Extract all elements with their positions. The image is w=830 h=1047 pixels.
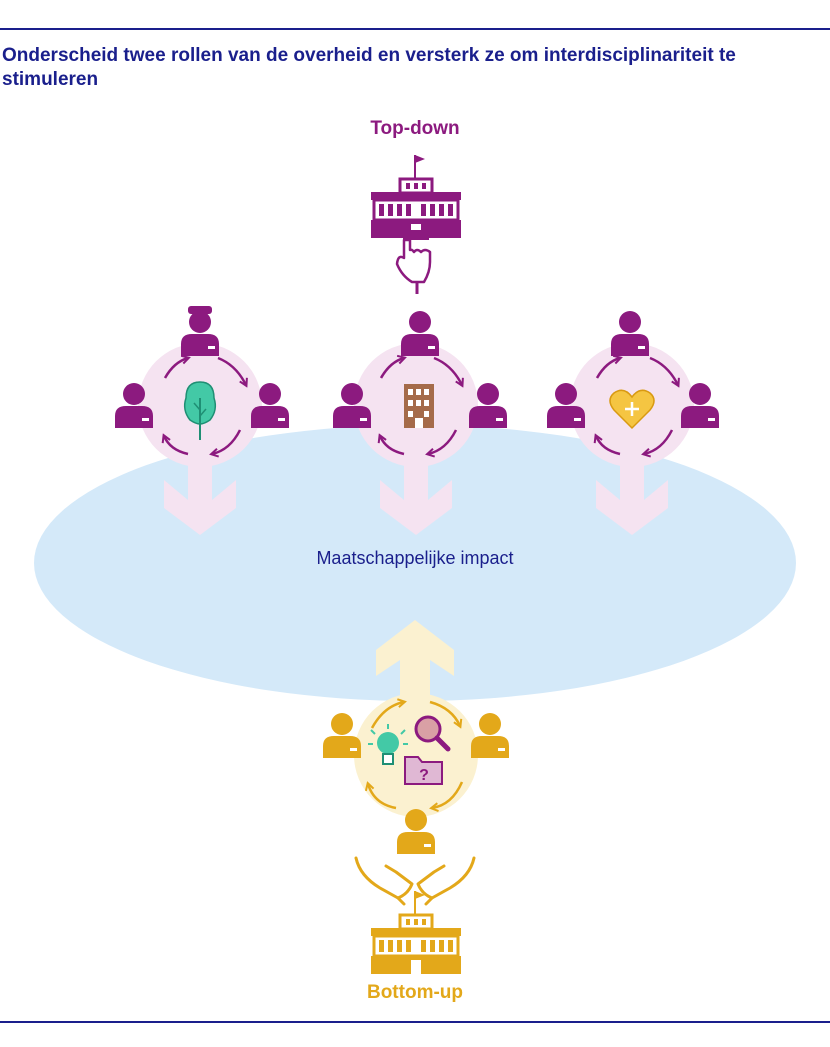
person-icon [181,306,219,356]
svg-text:?: ? [419,767,429,784]
building-icon [404,384,434,428]
top-group-building [333,311,507,467]
top-group-tree [115,306,289,467]
bottom-up-arrow [376,620,454,700]
bottom-up-label: Bottom-up [366,982,464,1003]
person-icon [401,311,439,356]
heart-plus-icon [609,389,655,430]
bottom-divider [0,1021,830,1023]
person-icon [611,311,649,356]
supporting-hands-icon [354,856,476,906]
top-group-heart [547,311,719,467]
magnifier-icon [414,715,451,752]
person-icon [323,713,361,758]
top-divider [0,28,830,30]
tree-icon [183,381,217,440]
bottom-government-building-icon [369,889,463,976]
impact-label: Maatschappelijke impact [316,548,514,568]
lightbulb-icon [368,724,408,765]
top-down-arrows [164,458,668,535]
pointing-down-hand-icon [395,230,432,294]
bottom-up-group: ? [323,693,509,854]
page-title: Onderscheid twee rollen van de overheid … [2,45,736,90]
top-down-label: Top-down [370,118,460,139]
person-icon [397,809,435,854]
person-icon [471,713,509,758]
question-folder-icon: ? [404,756,443,785]
top-government-building-icon [369,153,463,240]
